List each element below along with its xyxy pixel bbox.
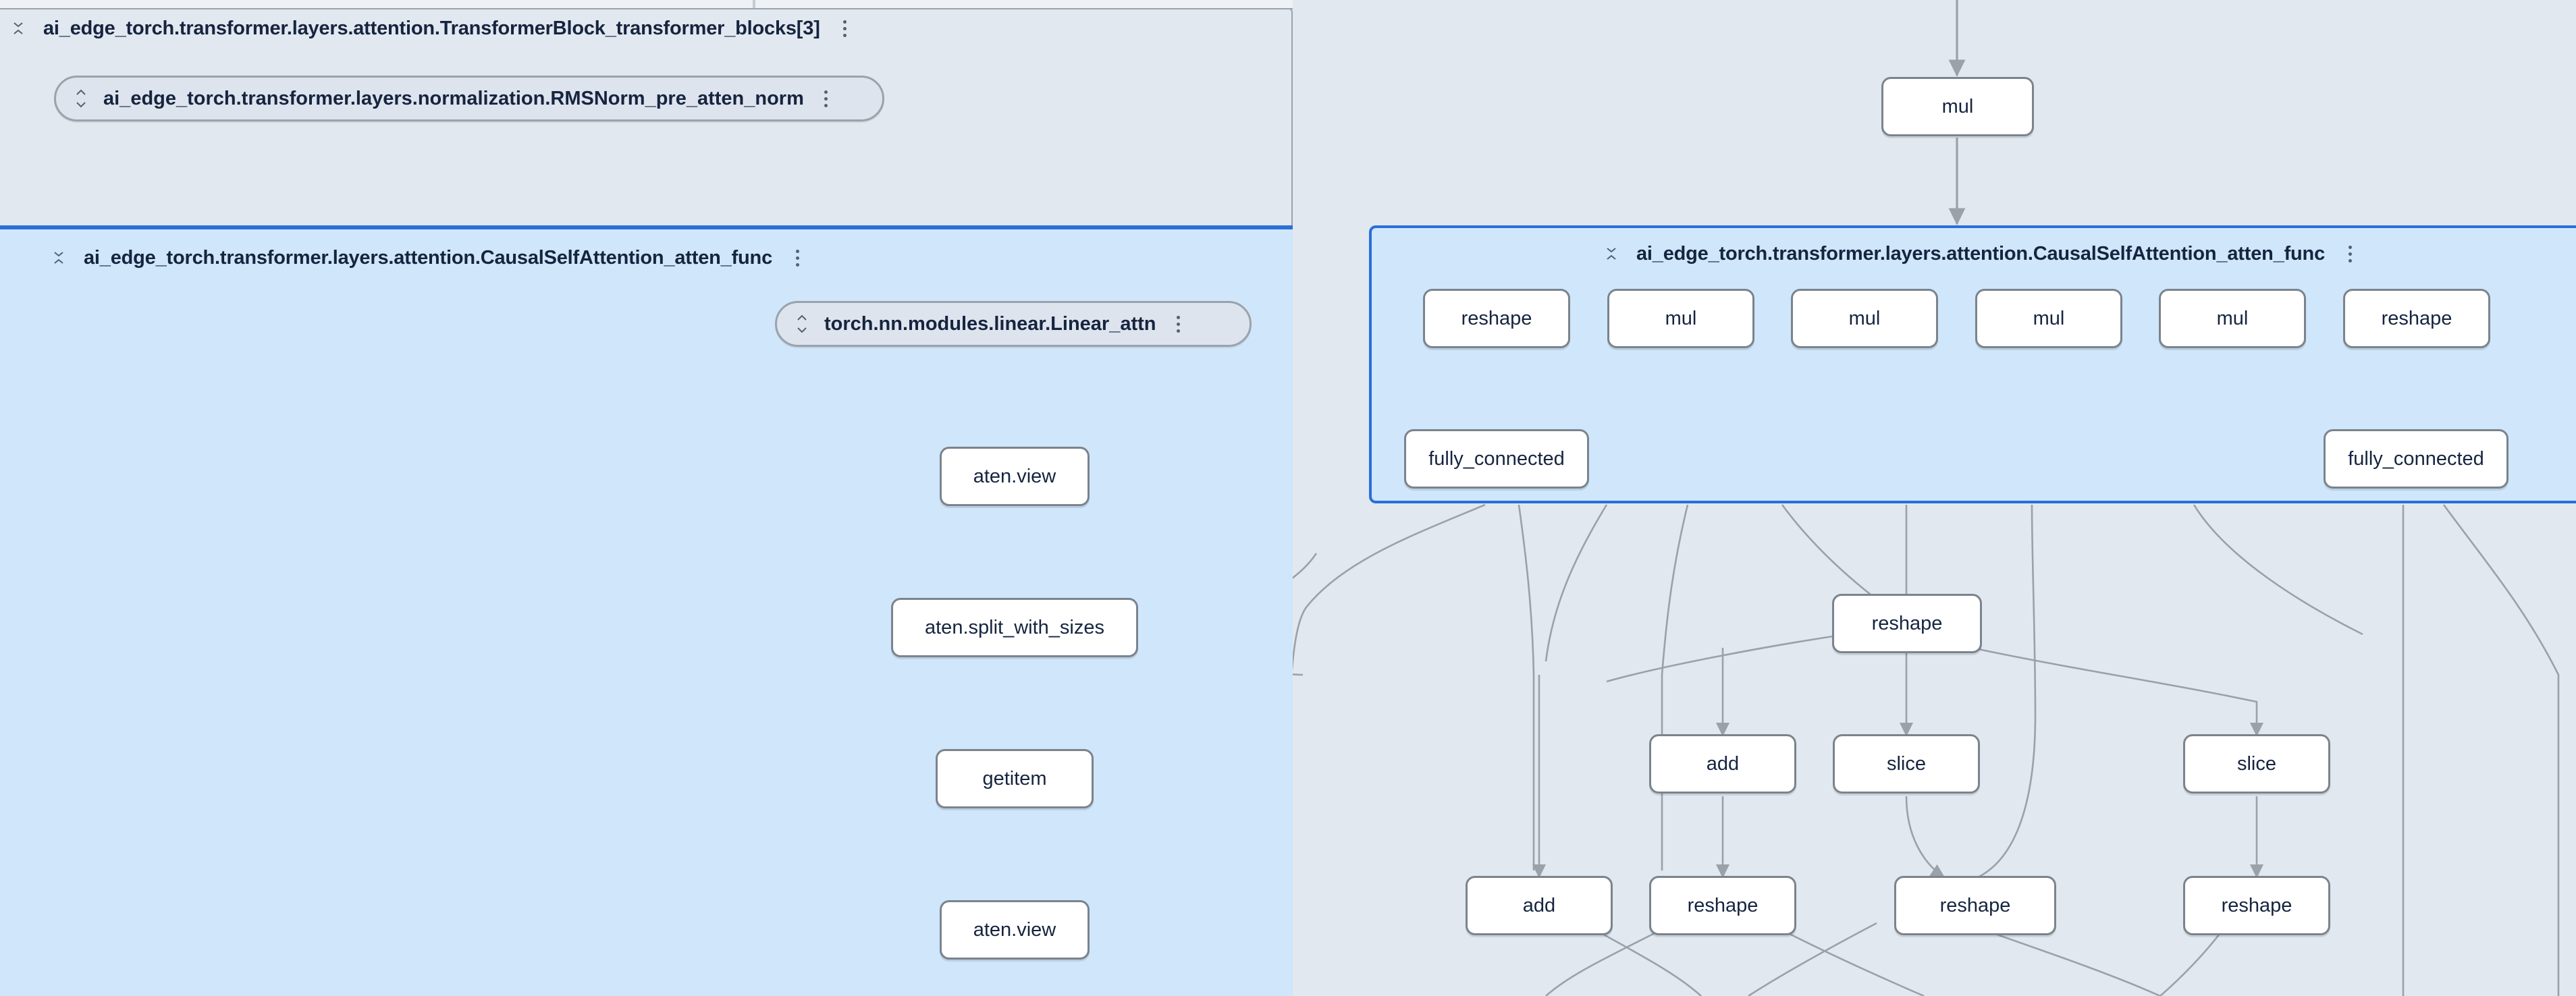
node-mul-r4[interactable]: mul <box>2159 289 2306 348</box>
collapse-icon[interactable] <box>1604 242 1619 265</box>
kebab-menu-icon[interactable] <box>838 17 853 40</box>
node-mul-r2[interactable]: mul <box>1791 289 1938 348</box>
node-reshape-below-1[interactable]: reshape <box>1832 594 1982 653</box>
node-slice-right[interactable]: slice <box>2183 734 2330 794</box>
group-transformer-block-header[interactable]: ai_edge_torch.transformer.layers.attenti… <box>0 9 853 47</box>
node-label: aten.view <box>973 465 1056 487</box>
collapse-icon[interactable] <box>51 246 66 269</box>
node-slice-mid[interactable]: slice <box>1833 734 1980 794</box>
node-mul-r1[interactable]: mul <box>1607 289 1754 348</box>
node-label: aten.split_with_sizes <box>925 616 1104 638</box>
collapse-icon[interactable] <box>11 17 26 40</box>
node-label: reshape <box>2381 307 2452 329</box>
node-getitem[interactable]: getitem <box>936 749 1094 808</box>
node-mul-top[interactable]: mul <box>1881 77 2034 136</box>
node-aten-view-1[interactable]: aten.view <box>940 447 1090 506</box>
node-label: aten.view <box>973 918 1056 941</box>
node-label: mul <box>1848 307 1881 329</box>
node-aten-split-with-sizes[interactable]: aten.split_with_sizes <box>891 598 1138 657</box>
kebab-menu-icon[interactable] <box>790 246 805 269</box>
node-fully-connected-left[interactable]: fully_connected <box>1404 429 1589 489</box>
node-reshape-row3-c[interactable]: reshape <box>2183 876 2330 935</box>
expand-icon[interactable] <box>74 87 88 110</box>
group-causal-self-attention-left-label: ai_edge_torch.transformer.layers.attenti… <box>84 246 772 269</box>
group-causal-self-attention-right-label: ai_edge_torch.transformer.layers.attenti… <box>1636 242 2325 265</box>
panel-tab-marker <box>753 0 755 8</box>
node-label: reshape <box>2221 894 2292 916</box>
group-transformer-block-label: ai_edge_torch.transformer.layers.attenti… <box>43 17 820 39</box>
expand-icon[interactable] <box>795 312 809 335</box>
node-label: mul <box>2033 307 2065 329</box>
node-label: fully_connected <box>1428 447 1565 470</box>
node-add-row2[interactable]: add <box>1649 734 1796 794</box>
node-label: reshape <box>1871 612 1943 634</box>
node-linear-attn-label: torch.nn.modules.linear.Linear_attn <box>824 312 1156 335</box>
node-rmsnorm-pre-atten-norm[interactable]: ai_edge_torch.transformer.layers.normali… <box>54 76 884 121</box>
node-label: reshape <box>1687 894 1759 916</box>
node-label: mul <box>1665 307 1697 329</box>
node-aten-view-2[interactable]: aten.view <box>940 900 1090 960</box>
kebab-menu-icon[interactable] <box>819 87 834 110</box>
node-fully-connected-right[interactable]: fully_connected <box>2324 429 2508 489</box>
node-label: fully_connected <box>2348 447 2484 470</box>
node-label: slice <box>1886 752 1926 775</box>
node-rmsnorm-label: ai_edge_torch.transformer.layers.normali… <box>103 87 804 109</box>
group-causal-self-attention-right-header[interactable]: ai_edge_torch.transformer.layers.attenti… <box>1372 235 2576 273</box>
node-label: getitem <box>982 767 1047 790</box>
kebab-menu-icon[interactable] <box>2342 242 2357 265</box>
node-label: mul <box>2216 307 2249 329</box>
node-reshape-r2[interactable]: reshape <box>2343 289 2490 348</box>
node-reshape-row3-a[interactable]: reshape <box>1649 876 1796 935</box>
node-label: add <box>1706 752 1740 775</box>
node-mul-r3[interactable]: mul <box>1975 289 2122 348</box>
node-label: mul <box>1941 95 1974 117</box>
group-causal-self-attention-left-header[interactable]: ai_edge_torch.transformer.layers.attenti… <box>0 239 805 277</box>
node-linear-attn[interactable]: torch.nn.modules.linear.Linear_attn <box>775 301 1252 347</box>
node-add-row3[interactable]: add <box>1466 876 1613 935</box>
node-reshape-row3-b[interactable]: reshape <box>1894 876 2056 935</box>
node-label: slice <box>2236 752 2276 775</box>
node-label: reshape <box>1461 307 1532 329</box>
kebab-menu-icon[interactable] <box>1171 312 1186 335</box>
node-reshape-r1[interactable]: reshape <box>1423 289 1570 348</box>
node-label: reshape <box>1939 894 2011 916</box>
node-label: add <box>1522 894 1556 916</box>
